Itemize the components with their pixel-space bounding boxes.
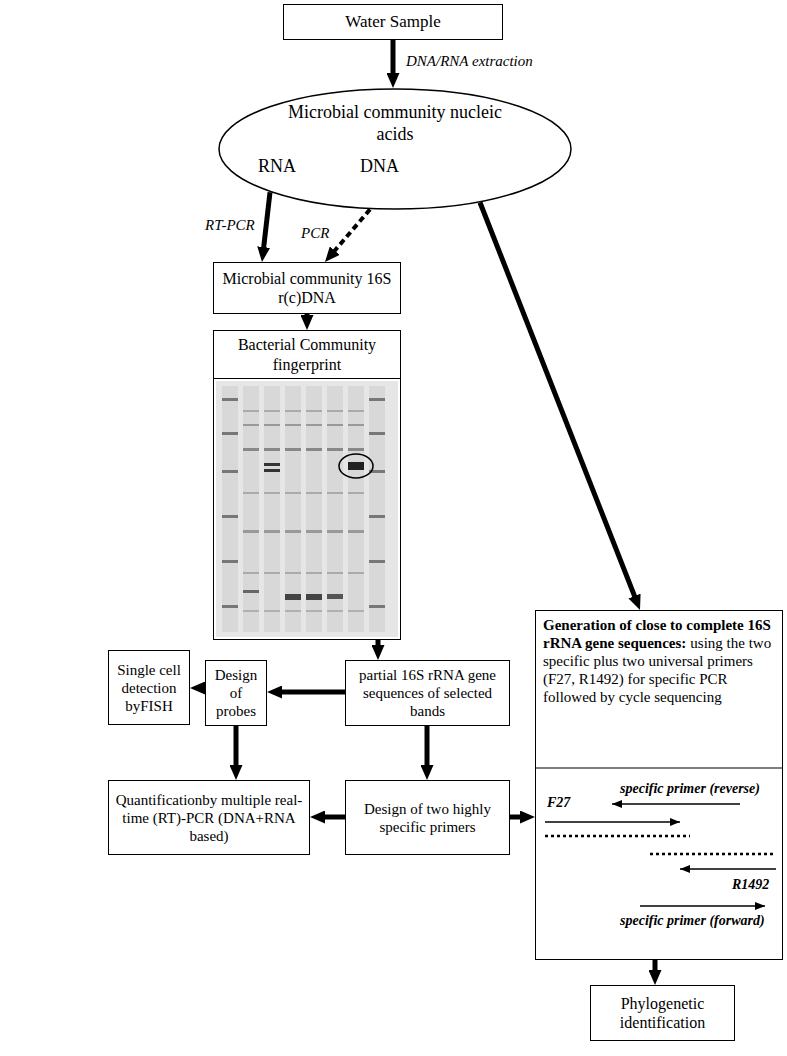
- node-text: partial 16S rRNA gene sequences of selec…: [352, 666, 503, 720]
- process-box: Quantificationby multiple real-time (RT)…: [108, 780, 310, 855]
- connector-arrow: [234, 726, 239, 770]
- connector-arrow: [263, 192, 270, 252]
- ellipse-node: Microbial community nucleic acidsRNA DNA: [218, 88, 572, 210]
- fingerprint-panel: Bacterial Community fingerprint: [213, 330, 401, 640]
- nucleic-acid-label: DNA: [360, 156, 399, 178]
- box-text: Water Sample: [345, 12, 440, 32]
- primer-figure: [535, 768, 783, 906]
- connector-arrow: [376, 640, 381, 650]
- node-title: Microbial community nucleic acids: [285, 102, 505, 145]
- dashed-arrow: [331, 209, 370, 254]
- node-text: Design of two highly specific primers: [352, 800, 503, 836]
- box-text: Single cell detection byFISH: [115, 661, 183, 715]
- edge-label: PCR: [299, 224, 331, 242]
- box-text: Quantificationby multiple real-time (RT)…: [115, 791, 303, 845]
- panel-heading: Bacterial Community fingerprint: [214, 331, 400, 379]
- connector-arrow: [391, 40, 396, 78]
- edge-label: RT-PCR: [203, 216, 257, 234]
- process-box: Single cell detection byFISH: [108, 650, 190, 725]
- node-text: Quantificationby multiple real-time (RT)…: [115, 791, 303, 845]
- node-text: Water Sample: [345, 12, 440, 32]
- primer-label: R1492: [730, 877, 771, 893]
- box-text: Phylogenetic identification: [597, 994, 728, 1032]
- connector-arrow: [425, 726, 430, 770]
- process-box: Water Sample: [283, 4, 503, 40]
- connector-arrow: [510, 815, 525, 820]
- connector-arrow: [653, 960, 658, 975]
- primer-label: specific primer (reverse): [618, 781, 762, 797]
- panel-text: Generation of close to complete 16S rRNA…: [536, 611, 782, 711]
- node-text: Phylogenetic identification: [597, 994, 728, 1032]
- primer-label: specific primer (forward): [618, 913, 767, 929]
- edge-label: DNA/RNA extraction: [404, 52, 535, 70]
- process-box: Design of two highly specific primers: [345, 780, 510, 855]
- nucleic-acid-label: RNA: [258, 156, 296, 178]
- connector-arrow: [305, 314, 310, 320]
- process-box: Design of probes: [205, 660, 267, 726]
- primer-label: F27: [545, 795, 572, 811]
- box-text: Microbial community 16S r(c)DNA: [220, 269, 394, 307]
- node-text: Microbial community 16S r(c)DNA: [220, 269, 394, 307]
- node-text: Single cell detection byFISH: [115, 661, 183, 715]
- gel-image: [216, 381, 398, 637]
- process-box: Microbial community 16S r(c)DNA: [213, 262, 401, 314]
- process-box: partial 16S rRNA gene sequences of selec…: [345, 660, 510, 726]
- box-text: Design of probes: [212, 666, 260, 720]
- connector-arrow: [277, 690, 345, 695]
- node-text: Design of probes: [212, 666, 260, 720]
- connector-arrow: [480, 203, 636, 601]
- box-text: Design of two highly specific primers: [352, 800, 503, 836]
- connector-arrow: [320, 815, 345, 820]
- process-box: Phylogenetic identification: [590, 985, 735, 1041]
- box-text: partial 16S rRNA gene sequences of selec…: [352, 666, 503, 720]
